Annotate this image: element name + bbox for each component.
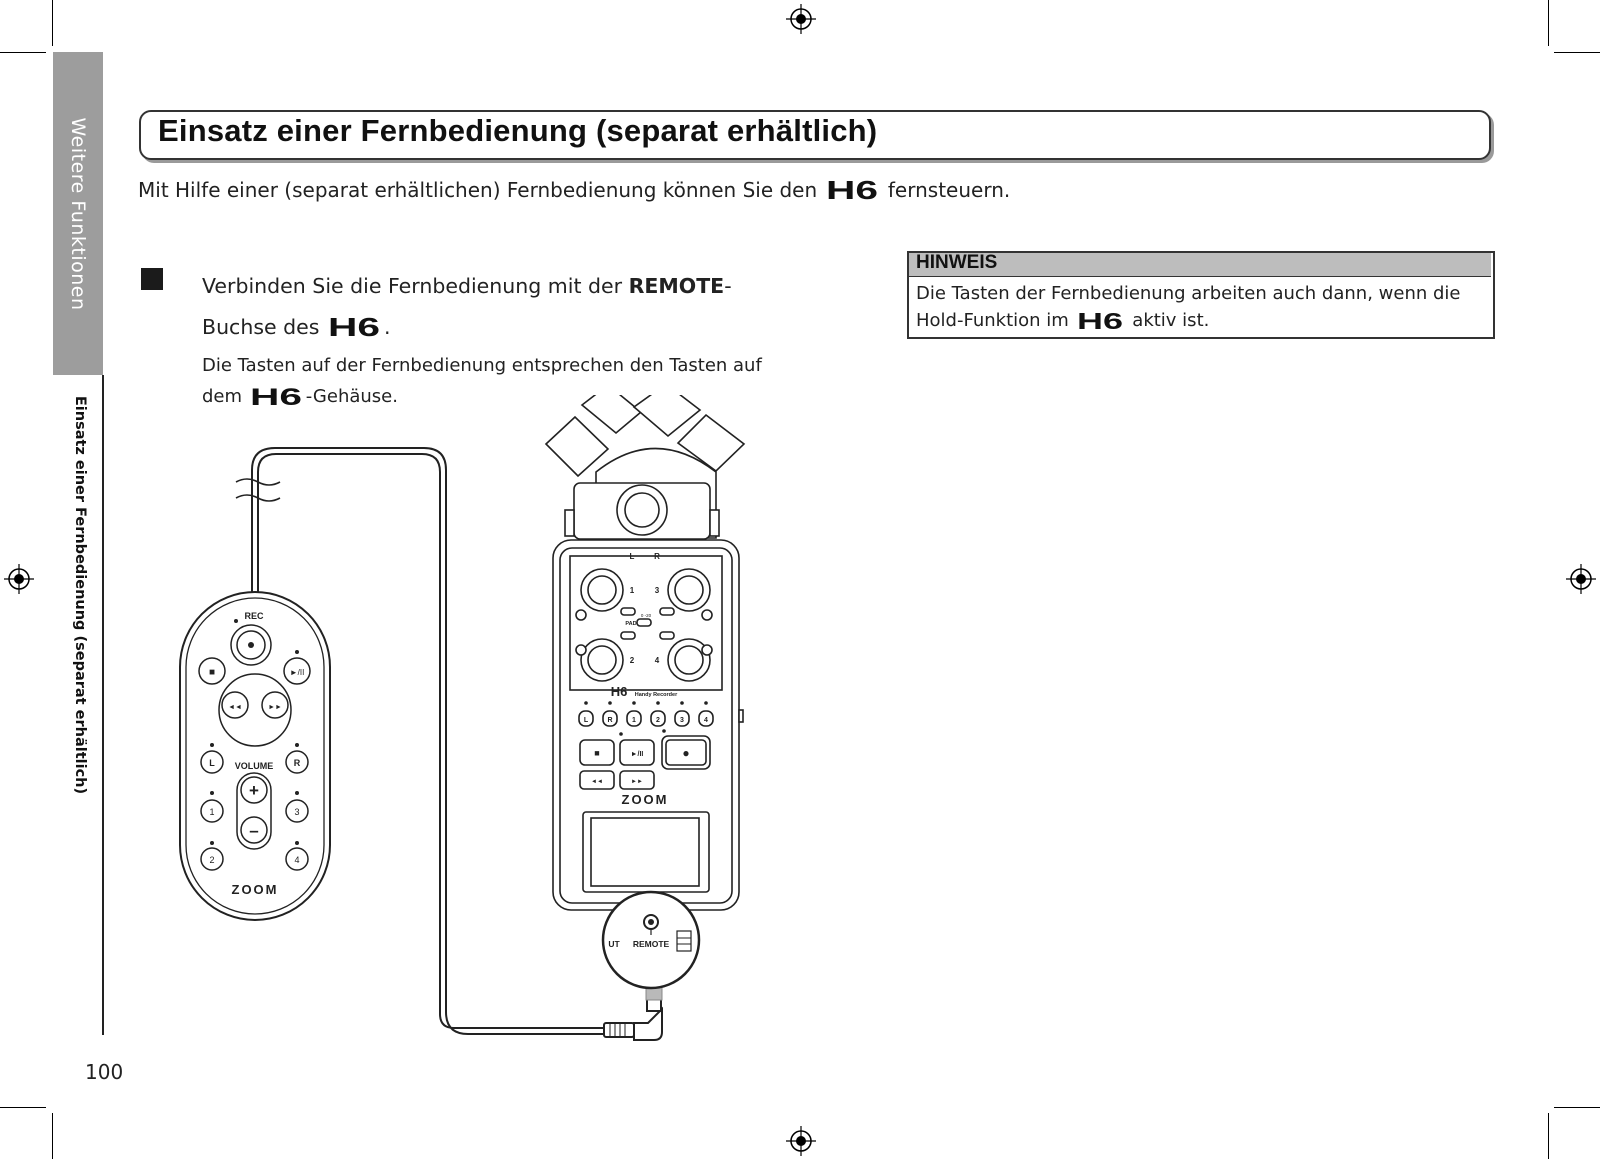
input-l-label: L bbox=[630, 552, 635, 561]
registration-mark-icon bbox=[1566, 564, 1596, 594]
registration-mark-icon bbox=[786, 4, 816, 34]
step-text: Verbinden Sie die Fernbedienung mit der bbox=[202, 274, 629, 298]
section-tab-label: Weitere Funktionen bbox=[67, 116, 89, 311]
note-text-part: aktiv ist. bbox=[1132, 310, 1210, 331]
crop-mark bbox=[1554, 52, 1600, 53]
remote-term: REMOTE bbox=[628, 274, 725, 298]
recorder-rewind-label: ◄◄ bbox=[591, 779, 603, 785]
step-text: -Buchse des bbox=[202, 274, 732, 339]
registration-mark-icon bbox=[786, 1126, 816, 1156]
step-description: Die Tasten auf der Fernbedienung entspre… bbox=[202, 350, 802, 412]
page-number: 100 bbox=[85, 1060, 124, 1084]
svg-text:H6: H6 bbox=[250, 385, 302, 407]
ch4-button-label: 4 bbox=[294, 855, 299, 865]
remote-control: REC ■ ►/II ◄◄ ►► L R VOLUME + – 1 3 2 4 … bbox=[179, 591, 331, 921]
r-button-label: R bbox=[294, 758, 301, 768]
svg-text:H6: H6 bbox=[1077, 309, 1123, 331]
note-box bbox=[907, 251, 1495, 339]
note-header bbox=[909, 253, 1491, 277]
crop-mark bbox=[52, 1113, 53, 1159]
input-1-label: 1 bbox=[630, 586, 635, 595]
volume-label: VOLUME bbox=[235, 761, 274, 771]
input-2-label: 2 bbox=[630, 656, 635, 665]
l-button-label: L bbox=[209, 758, 215, 768]
remote-jack-detail: REMOTE UT bbox=[601, 890, 701, 990]
intro-text-after: fernsteuern. bbox=[887, 178, 1011, 202]
ch2-button-label: 2 bbox=[209, 855, 214, 865]
intro-text-before: Mit Hilfe einer (separat erhältlichen) F… bbox=[138, 178, 818, 202]
h6-model-label: H6 bbox=[611, 684, 628, 699]
remote-jack-label: REMOTE bbox=[633, 939, 670, 949]
note-text-part: Die Tasten der Fernbedienung arbeiten au… bbox=[916, 283, 1461, 331]
key-r-label: R bbox=[607, 717, 612, 724]
note-text: Die Tasten der Fernbedienung arbeiten au… bbox=[916, 280, 1486, 334]
recorder-zoom-logo: ZOOM bbox=[622, 792, 669, 807]
h6-logo-icon: H6 bbox=[250, 385, 302, 407]
step-text: . bbox=[383, 315, 391, 339]
remote-connection-illustration: REC ■ ►/II ◄◄ ►► L R VOLUME + – 1 3 2 4 … bbox=[179, 395, 746, 1041]
zoom-logo: ZOOM bbox=[232, 882, 279, 897]
side-divider bbox=[102, 375, 104, 1035]
topic-tab-label: Einsatz einer Fernbedienung (separat erh… bbox=[72, 395, 88, 795]
note-title: HINWEIS bbox=[916, 252, 998, 273]
crop-mark bbox=[0, 52, 46, 53]
ch1-button-label: 1 bbox=[209, 807, 214, 817]
svg-text:H6: H6 bbox=[826, 178, 878, 202]
rec-label: REC bbox=[244, 611, 264, 621]
step-bullet-icon bbox=[141, 268, 163, 290]
crop-mark bbox=[0, 1107, 46, 1108]
forward-button-label: ►► bbox=[268, 704, 282, 711]
heading-box bbox=[139, 110, 1491, 160]
crop-mark bbox=[1554, 1107, 1600, 1108]
section-tab bbox=[53, 52, 103, 375]
crop-mark bbox=[1548, 0, 1549, 46]
step-sub-text: Die Tasten auf der Fernbedienung entspre… bbox=[202, 355, 762, 407]
recorder-stop-label: ■ bbox=[594, 748, 599, 758]
h6-logo-icon: H6 bbox=[1077, 309, 1123, 331]
key-3-label: 3 bbox=[680, 717, 684, 724]
svg-text:H6: H6 bbox=[328, 315, 380, 339]
play-button-label: ►/II bbox=[290, 668, 305, 677]
remote-cable bbox=[235, 447, 605, 1035]
ch3-button-label: 3 bbox=[294, 807, 299, 817]
h6-logo-icon: H6 bbox=[328, 315, 380, 339]
volume-plus-label: + bbox=[249, 781, 259, 800]
input-3-label: 3 bbox=[655, 586, 660, 595]
intro-paragraph: Mit Hilfe einer (separat erhältlichen) F… bbox=[138, 178, 1010, 202]
h6-recorder bbox=[544, 395, 746, 911]
page-title: Einsatz einer Fernbedienung (separat erh… bbox=[158, 113, 878, 148]
input-4-label: 4 bbox=[655, 656, 660, 665]
key-2-label: 2 bbox=[656, 717, 660, 724]
crop-mark bbox=[52, 0, 53, 46]
handy-recorder-label: Handy Recorder bbox=[635, 692, 678, 698]
volume-minus-label: – bbox=[249, 821, 258, 840]
pad-label: PAD bbox=[625, 621, 636, 627]
registration-mark-icon bbox=[4, 564, 34, 594]
step-sub-text: -Gehäuse. bbox=[305, 386, 398, 407]
input-r-label: R bbox=[654, 552, 660, 561]
stop-button-label: ■ bbox=[209, 667, 215, 678]
recorder-rec-label: ● bbox=[682, 746, 689, 760]
out-jack-label: UT bbox=[608, 939, 620, 949]
rewind-button-label: ◄◄ bbox=[228, 704, 242, 711]
h6-logo-icon: H6 bbox=[826, 178, 878, 202]
recorder-forward-label: ►► bbox=[631, 779, 643, 785]
recorder-play-label: ►/II bbox=[631, 751, 644, 758]
step-instruction: Verbinden Sie die Fernbedienung mit der … bbox=[202, 266, 802, 348]
recorder-dots bbox=[584, 701, 708, 736]
key-4-label: 4 bbox=[704, 717, 708, 724]
key-1-label: 1 bbox=[632, 717, 636, 724]
crop-mark bbox=[1548, 1113, 1549, 1159]
pad-value-label: 0 -20 bbox=[641, 613, 652, 618]
key-l-label: L bbox=[584, 717, 589, 724]
